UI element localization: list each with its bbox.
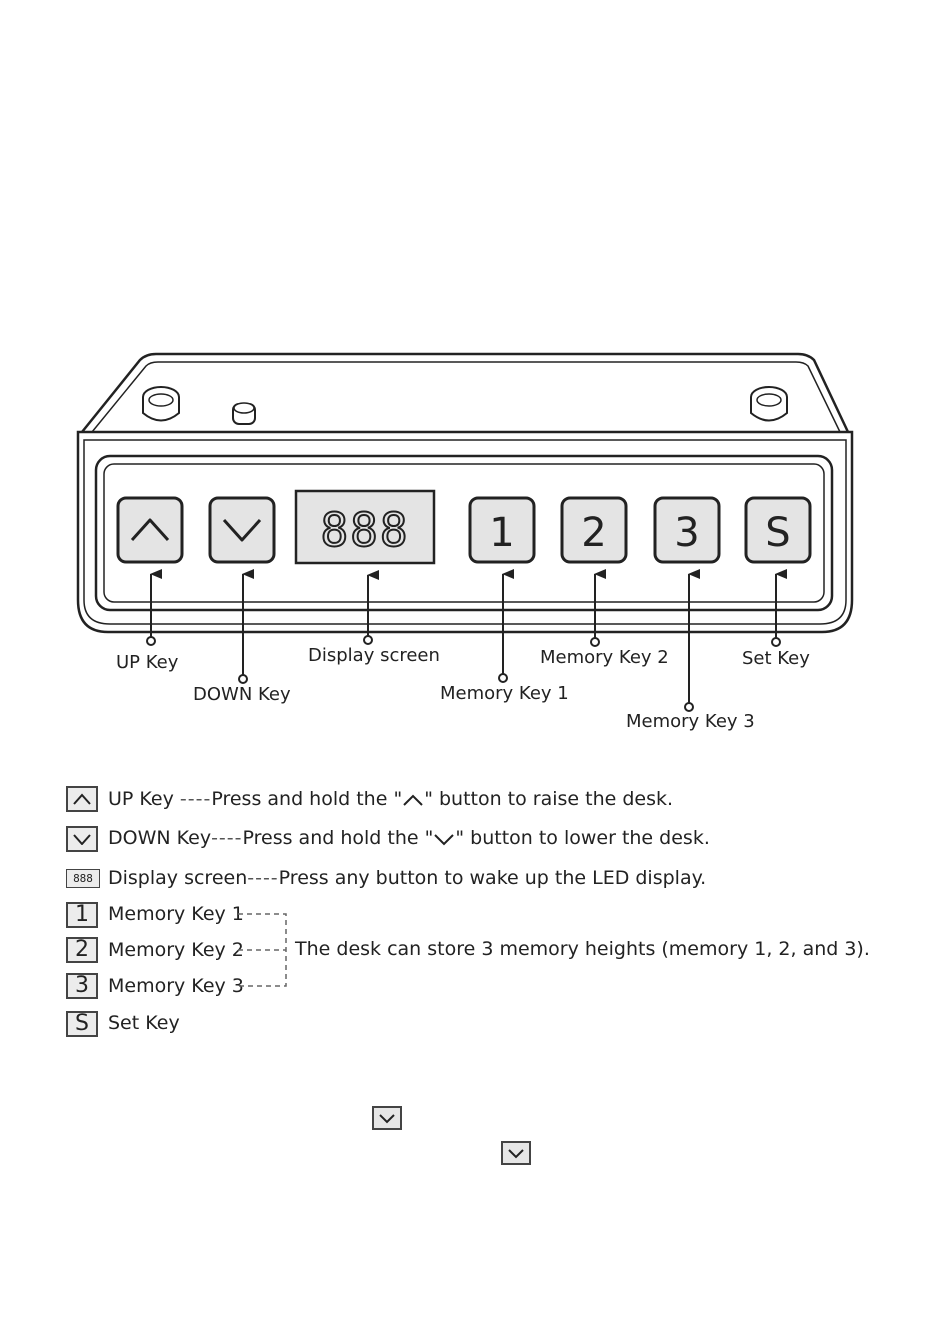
legend-set-icon: S (66, 1011, 98, 1037)
legend-memory-3-icon: 3 (66, 973, 98, 999)
legend-memory-2-glyph: 2 (75, 937, 89, 962)
legend-memory-2-name: Memory Key 2 (108, 939, 244, 961)
legend-display-dash: ---- (247, 867, 279, 889)
legend-down-icon (66, 826, 98, 852)
legend-set-name: Set Key (108, 1012, 180, 1034)
screw-right-icon (750, 386, 788, 422)
callout-down-key: DOWN Key (193, 684, 291, 705)
legend-up-desc-a: Press and hold the " (211, 788, 403, 810)
callout-memory-key-2: Memory Key 2 (540, 647, 669, 668)
memory-bracket (238, 913, 287, 987)
legend-set-glyph: S (75, 1011, 89, 1036)
legend-memory-1-icon: 1 (66, 902, 98, 928)
legend-display-desc: Press any button to wake up the LED disp… (278, 867, 707, 889)
legend-down-row: DOWN Key----Press and hold the " " button… (108, 827, 710, 849)
legend-memory-3-name: Memory Key 3 (108, 975, 244, 997)
legend-down-name: DOWN Key (108, 827, 212, 849)
front-face (94, 454, 834, 612)
screw-small-icon (232, 402, 256, 425)
legend-memory-3-glyph: 3 (75, 973, 89, 998)
legend-display-row: Display screen----Press any button to wa… (108, 867, 706, 889)
control-panel-diagram: 888 1 2 3 S (76, 352, 854, 732)
caret-down-icon (434, 833, 455, 845)
callout-up-key: UP Key (116, 652, 179, 673)
memory-key-1[interactable]: 1 (468, 496, 536, 564)
screw-left-icon (142, 386, 180, 422)
callout-memory-key-3: Memory Key 3 (626, 711, 755, 732)
legend-up-row: UP Key ----Press and hold the " " button … (108, 788, 673, 810)
callout-arrows (150, 569, 787, 703)
legend-up-icon (66, 786, 98, 812)
legend-down-desc-b: " button to lower the desk. (455, 827, 710, 849)
set-key-label: S (765, 510, 790, 556)
legend-display-icon: 888 (66, 869, 100, 888)
legend-memory-1-glyph: 1 (75, 902, 89, 927)
legend-display-digits: 888 (73, 872, 93, 885)
down-key[interactable] (208, 496, 276, 564)
callout-memory-key-1: Memory Key 1 (440, 683, 569, 704)
caret-up-icon (403, 794, 423, 806)
memory-key-3-label: 3 (674, 510, 699, 556)
display-digits: 888 (320, 503, 409, 557)
callout-set-key: Set Key (742, 648, 810, 669)
callout-dots (146, 635, 781, 712)
down-key-small-icon (372, 1106, 402, 1130)
legend-memory-1-name: Memory Key 1 (108, 903, 244, 925)
up-key[interactable] (116, 496, 184, 564)
legend-down-dash: ---- (211, 827, 243, 849)
down-key-small-icon-2 (501, 1141, 531, 1165)
memory-key-1-label: 1 (489, 510, 514, 556)
legend-up-dash: ---- (179, 788, 212, 810)
memory-key-2-label: 2 (581, 510, 606, 556)
legend-down-desc-a: Press and hold the " (242, 827, 434, 849)
display-screen: 888 (294, 489, 436, 565)
legend-memory-2-icon: 2 (66, 937, 98, 963)
legend-up-name: UP Key (108, 788, 174, 810)
callout-display-screen: Display screen (308, 645, 440, 666)
memory-key-3[interactable]: 3 (653, 496, 721, 564)
memory-key-2[interactable]: 2 (560, 496, 628, 564)
set-key[interactable]: S (744, 496, 812, 564)
memory-note: The desk can store 3 memory heights (mem… (295, 938, 870, 960)
legend-up-desc-b: " button to raise the desk. (424, 788, 674, 810)
legend-display-name: Display screen (108, 867, 248, 889)
control-panel-drawing: 888 1 2 3 S (76, 352, 854, 712)
